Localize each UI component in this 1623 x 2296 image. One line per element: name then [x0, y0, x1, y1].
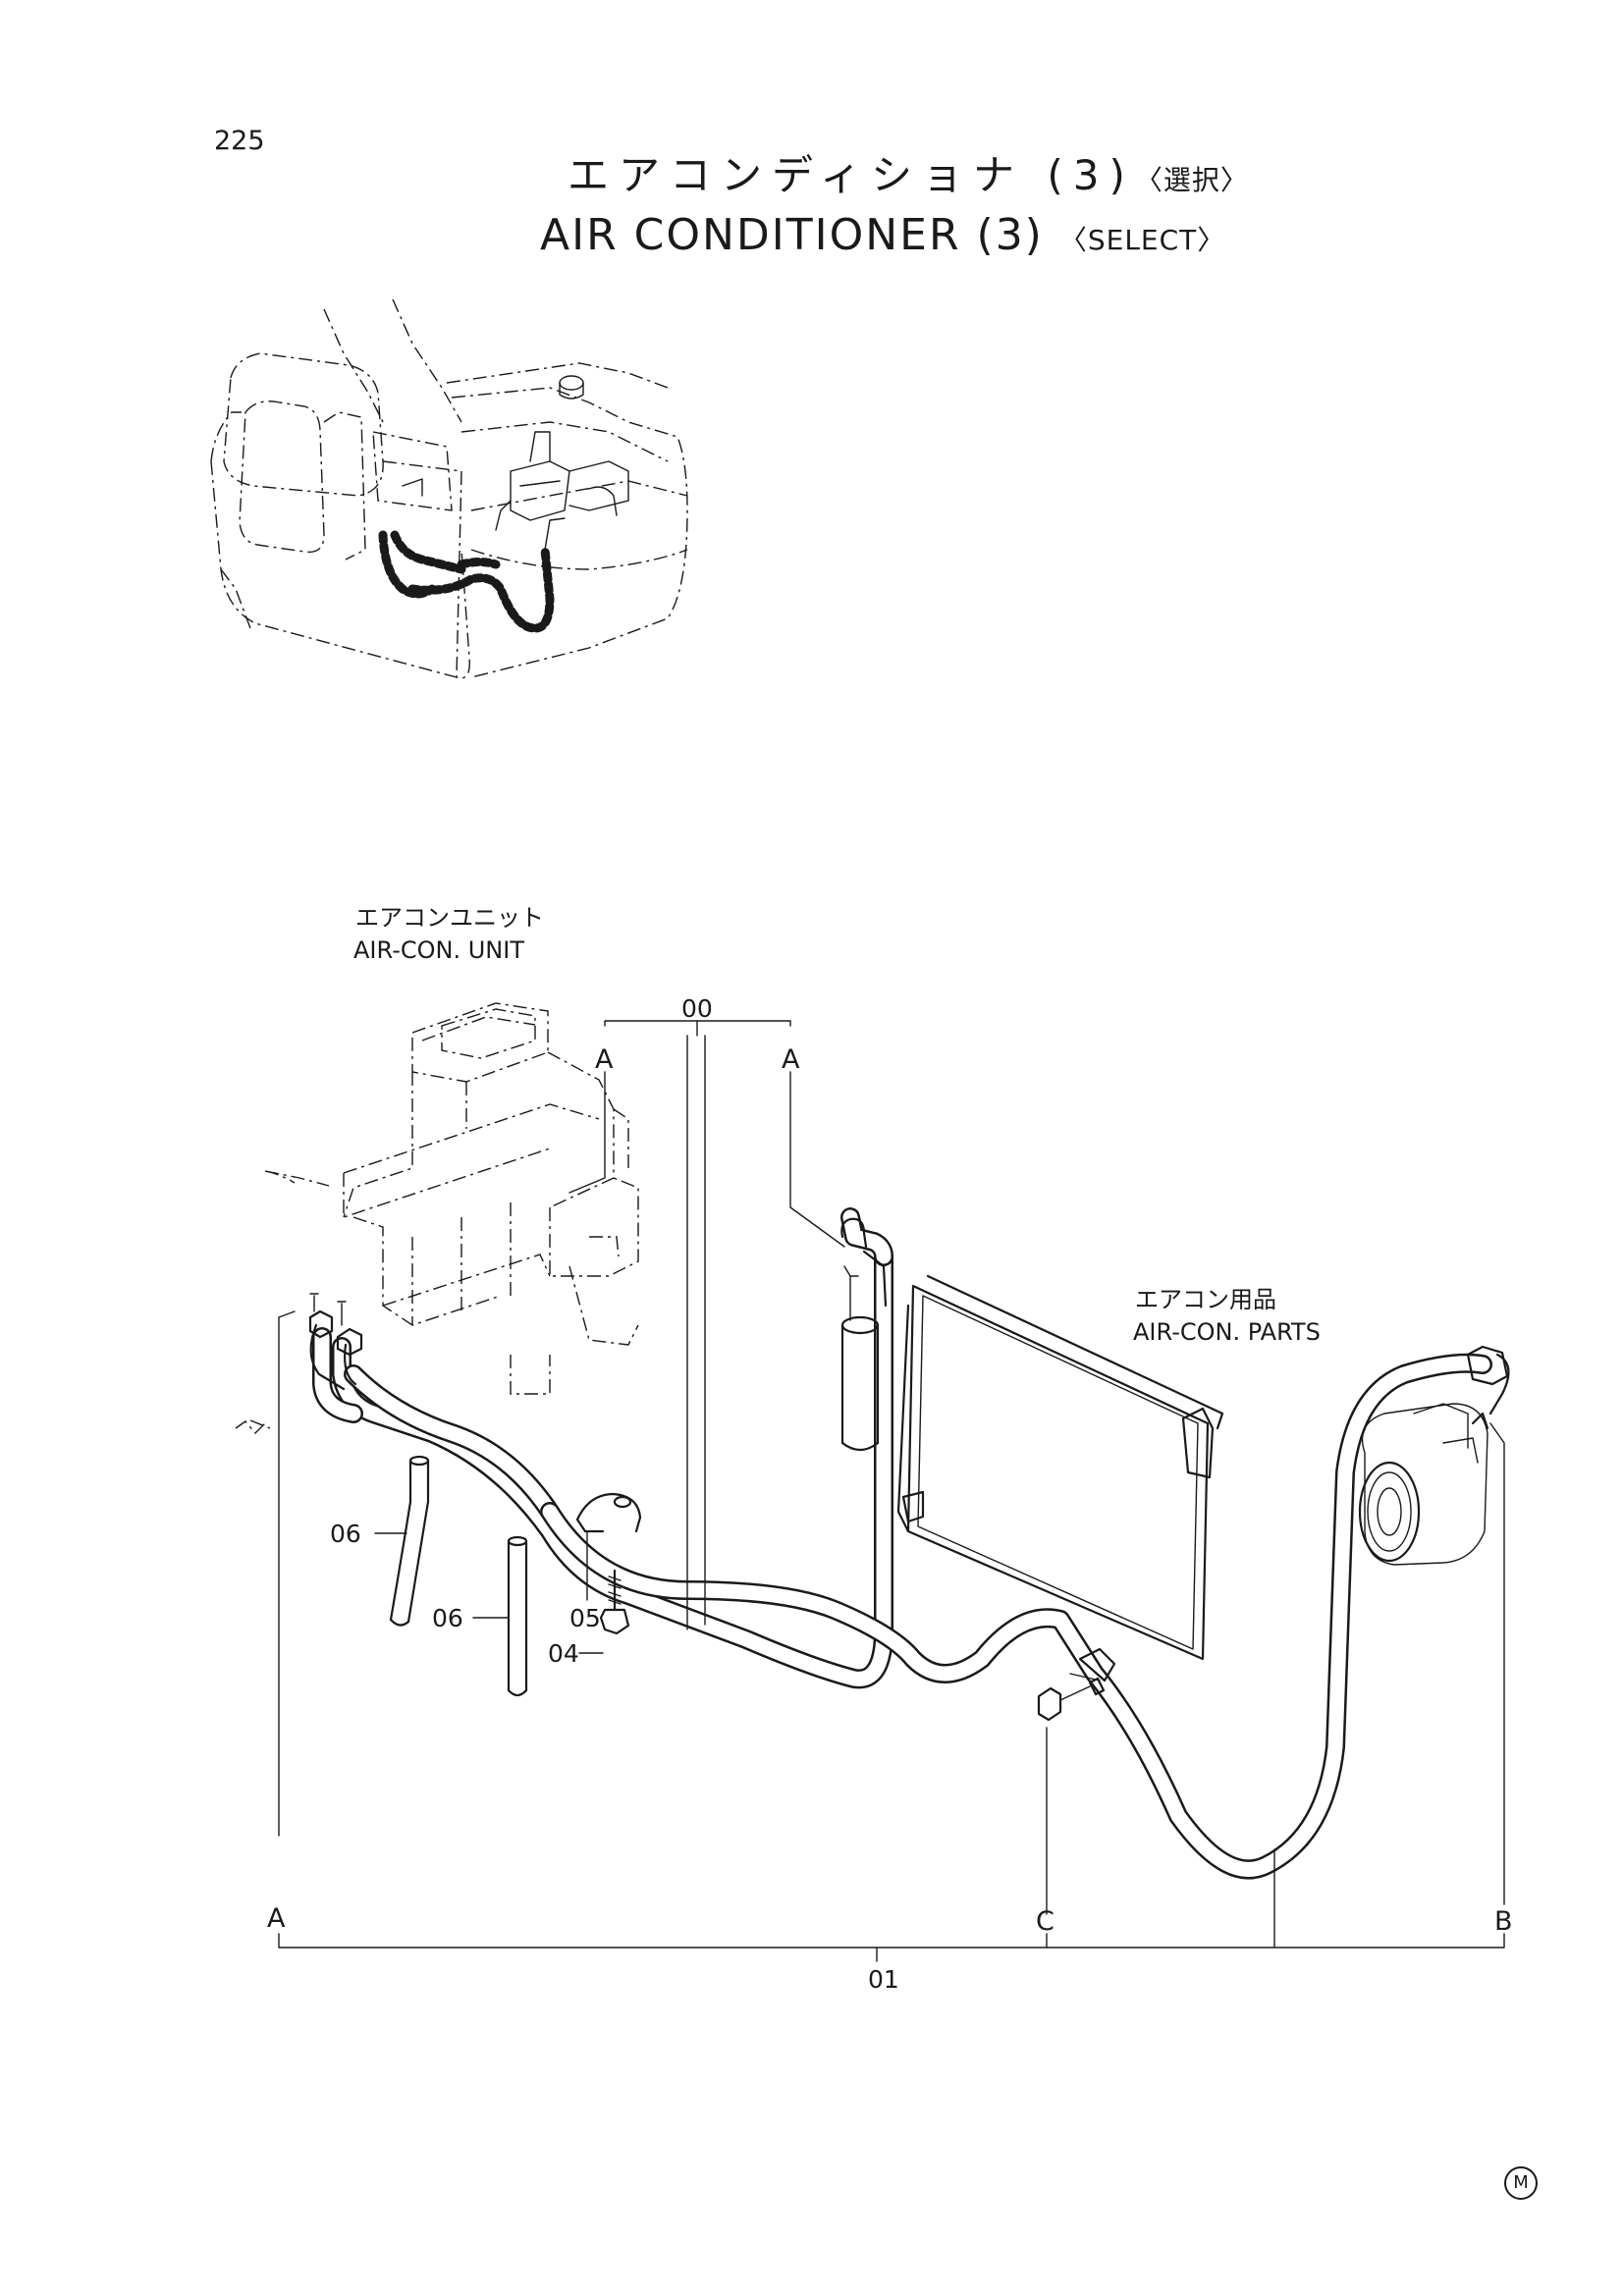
receiver-drier-illustration: [840, 1217, 888, 1452]
page-title-japanese: エアコンディショナ (3)〈選択〉: [568, 155, 1249, 196]
hose-assembly-00: [312, 1207, 893, 1689]
bolt-04: [599, 1569, 630, 1635]
callout-part-06-left: 06: [330, 1520, 361, 1548]
excavator-overview-illustration: [210, 298, 688, 679]
marker-a-top-right: A: [782, 1044, 800, 1075]
callout-part-04: 04: [548, 1639, 579, 1668]
hose-01: [540, 1345, 1510, 1880]
title-en-tag: 〈SELECT〉: [1058, 224, 1226, 256]
page-number: 225: [214, 126, 265, 156]
condenser-illustration: [896, 1274, 1224, 1661]
marker-c-bottom: C: [1036, 1906, 1055, 1937]
marker-a-bottom: A: [267, 1903, 286, 1934]
marker-b-bottom: B: [1494, 1906, 1513, 1937]
tube-06-right: [507, 1535, 528, 1697]
callout-part-01: 01: [868, 1965, 899, 1994]
compressor-illustration: [1358, 1403, 1489, 1566]
callout-part-00: 00: [681, 994, 713, 1023]
unit-fittings: [308, 1293, 363, 1391]
aircon-parts-label-ja: エアコン用品: [1135, 1286, 1276, 1313]
aircon-unit-label-ja: エアコンユニット: [355, 904, 544, 932]
marker-a-top-left: A: [595, 1044, 614, 1075]
title-ja-text: エアコンディショナ (3): [568, 151, 1135, 199]
tube-06-left: [389, 1455, 430, 1627]
page-title-english: AIR CONDITIONER (3) 〈SELECT〉: [540, 214, 1225, 257]
callout-part-05: 05: [569, 1604, 601, 1632]
aircon-unit-illustration: [235, 1002, 639, 1435]
aircon-parts-label-en: AIR-CON. PARTS: [1133, 1318, 1321, 1346]
circled-m-mark: M: [1504, 2166, 1538, 2200]
hose-clamp-05: [575, 1492, 642, 1533]
callout-leaders: [278, 1020, 1505, 1962]
callout-part-06-right: 06: [432, 1604, 463, 1632]
title-en-text: AIR CONDITIONER (3): [540, 210, 1044, 260]
service-valve-cap: [1037, 1677, 1106, 1722]
title-ja-tag: 〈選択〉: [1134, 164, 1249, 196]
aircon-unit-label-en: AIR-CON. UNIT: [353, 936, 524, 964]
